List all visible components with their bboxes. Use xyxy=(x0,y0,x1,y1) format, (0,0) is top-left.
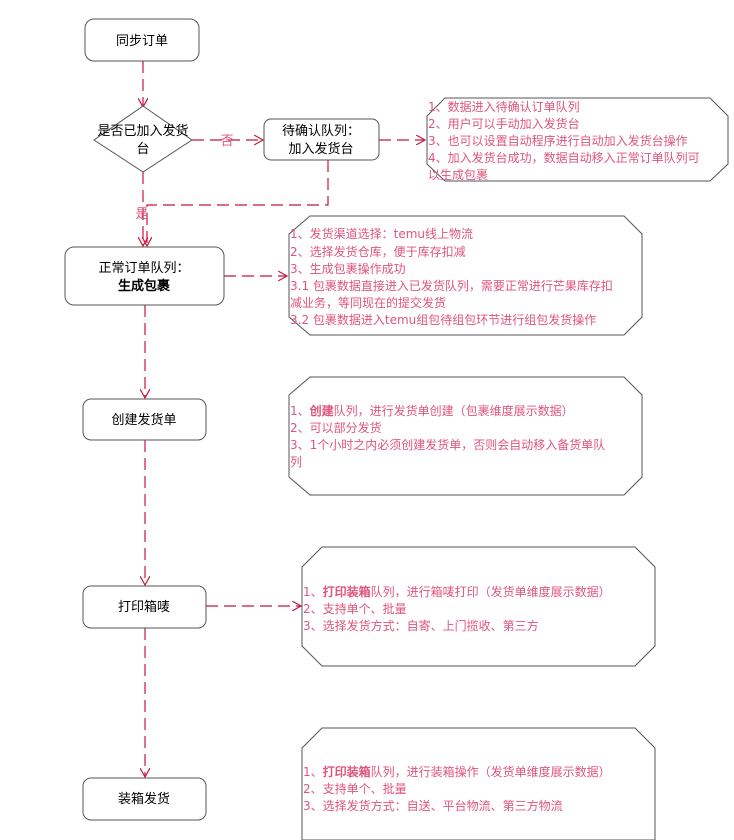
note-normal-line: 3.2 包裹数据进入temu组包待组包环节进行组包发货操作 xyxy=(290,312,596,327)
note-create-line: 列 xyxy=(290,455,302,469)
node-sync-orders-label: 同步订单 xyxy=(116,34,168,49)
note-pending-line: 4、加入发货台成功，数据自动移入正常订单队列可 xyxy=(428,150,700,165)
note-box-pack xyxy=(301,727,656,840)
node-normal-label-1: 正常订单队列： xyxy=(98,261,189,276)
label-no: 否 xyxy=(220,134,233,149)
note-box-pending xyxy=(426,97,729,182)
note-pending-line: 以生成包裹 xyxy=(428,167,488,182)
node-decision-label-1: 是否已加入发货 xyxy=(97,123,188,139)
node-pack-ship xyxy=(82,777,207,821)
note-create-line: 3、1个小时之内必须创建发货单，否则会自动移入备货单队 xyxy=(290,437,605,452)
node-print-label-label: 打印箱唛 xyxy=(118,599,170,615)
node-sync-orders xyxy=(84,18,200,62)
note-print-line: 2、支持单个、批量 xyxy=(303,601,407,616)
node-create-shipment xyxy=(82,398,207,441)
node-pack-ship-label: 装箱发货 xyxy=(118,791,170,807)
note-normal-line: 2、选择发货仓库，便于库存扣减 xyxy=(290,244,466,259)
note-normal-line: 3、生成包裹操作成功 xyxy=(290,261,406,276)
node-decision-label-2: 台 xyxy=(136,142,149,157)
note-pack-line: 3、选择发货方式：自送、平台物流、第三方物流 xyxy=(303,798,563,813)
note-pending-line: 2、用户可以手动加入发货台 xyxy=(428,116,580,131)
note-pack-line: 2、支持单个、批量 xyxy=(303,781,407,796)
note-pending-line: 1、数据进入待确认订单队列 xyxy=(428,99,580,114)
node-create-shipment-label: 创建发货单 xyxy=(111,412,176,428)
note-normal-line: 减业务，等同现在的提交发货 xyxy=(290,295,446,310)
node-decision-diamond xyxy=(93,105,193,173)
node-print-label xyxy=(82,585,207,629)
note-normal-line: 3.1 包裹数据直接进入已发货队列，需要正常进行芒果库存扣 xyxy=(290,278,613,293)
note-print-line: 1、打印装箱队列，进行箱唛打印（发货单维度展示数据） xyxy=(303,584,611,599)
note-create-line: 2、可以部分发货 xyxy=(290,420,382,435)
node-pending-label-1: 待确认队列： xyxy=(282,124,360,139)
note-normal-line: 1、发货渠道选择：temu线上物流 xyxy=(290,226,473,241)
note-box-create xyxy=(288,376,643,496)
note-print-line: 3、选择发货方式：自寄、上门揽收、第三方 xyxy=(303,618,539,633)
note-create-line: 1、创建队列，进行发货单创建（包裹维度展示数据） xyxy=(290,403,574,418)
node-normal-label-2: 生成包裹 xyxy=(118,278,171,294)
node-pending-label-2: 加入发货台 xyxy=(288,141,353,157)
edge-pending-to-normal xyxy=(147,160,329,245)
label-yes: 是 xyxy=(135,207,148,222)
note-box-normal xyxy=(288,215,643,336)
note-box-print xyxy=(301,546,656,667)
node-normal-queue xyxy=(64,246,225,306)
node-pending-queue xyxy=(263,118,380,161)
note-pack-line: 1、打印装箱队列，进行装箱操作（发货单维度展示数据） xyxy=(303,764,611,779)
note-pending-line: 3、也可以设置自动程序进行自动加入发货台操作 xyxy=(428,133,688,148)
